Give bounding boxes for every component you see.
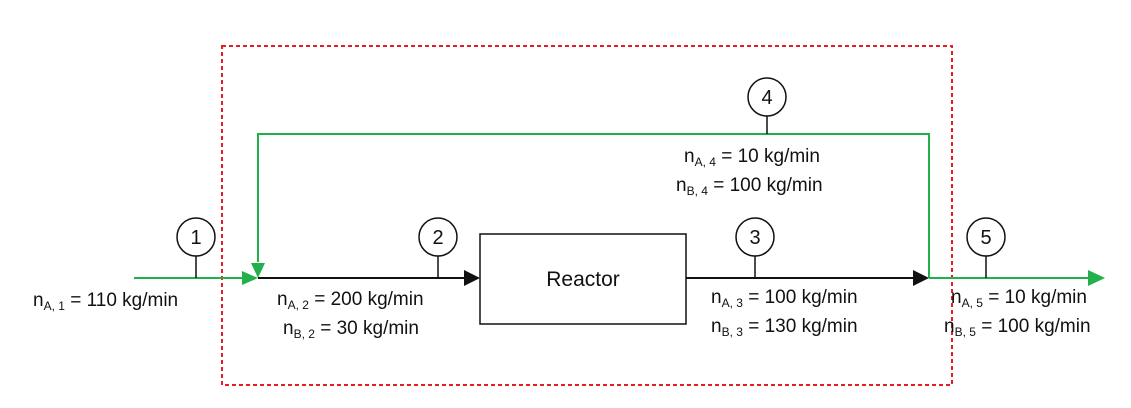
reactor-label: Reactor bbox=[546, 268, 620, 291]
reactor-box bbox=[479, 233, 687, 325]
stream-marker-3: 3 bbox=[735, 217, 775, 278]
flow-label: nA, 3 = 100 kg/min bbox=[711, 287, 858, 310]
flow-label: nB, 5 = 100 kg/min bbox=[944, 316, 1091, 339]
stream-marker-4: 4 bbox=[747, 77, 787, 134]
stream-number: 3 bbox=[749, 227, 760, 249]
reactor-effluent-arrowhead bbox=[913, 270, 929, 286]
stream-number: 5 bbox=[980, 227, 991, 249]
stream-5-labels: nA, 5 = 10 kg/min nB, 5 = 100 kg/min bbox=[944, 287, 1091, 339]
flow-label: nA, 2 = 200 kg/min bbox=[277, 289, 424, 312]
stream-1-labels: nA, 1 = 110 kg/min bbox=[33, 290, 178, 313]
product-arrowhead bbox=[1088, 270, 1105, 286]
stream-2-labels: nA, 2 = 200 kg/min nB, 2 = 30 kg/min bbox=[277, 289, 424, 341]
flow-label: nB, 3 = 130 kg/min bbox=[711, 316, 858, 339]
flow-label: nB, 2 = 30 kg/min bbox=[283, 318, 419, 341]
recycle-merge-arrowhead bbox=[251, 263, 265, 278]
flow-label: nA, 1 = 110 kg/min bbox=[33, 290, 178, 313]
stream-number: 1 bbox=[190, 227, 201, 249]
reactor-feed-arrowhead bbox=[464, 270, 480, 286]
system-boundary bbox=[221, 45, 953, 386]
flow-label: nB, 4 = 100 kg/min bbox=[676, 175, 823, 198]
stream-number: 4 bbox=[761, 87, 772, 109]
flow-label: nA, 4 = 10 kg/min bbox=[684, 146, 820, 169]
feed-arrowhead bbox=[242, 271, 258, 285]
stream-4-labels: nA, 4 = 10 kg/min nB, 4 = 100 kg/min bbox=[676, 146, 823, 198]
recycle-stream-line bbox=[257, 133, 930, 278]
stream-marker-2: 2 bbox=[418, 217, 458, 278]
stream-3-labels: nA, 3 = 100 kg/min nB, 3 = 130 kg/min bbox=[711, 287, 858, 339]
stream-number: 2 bbox=[432, 227, 443, 249]
stream-marker-5: 5 bbox=[966, 217, 1006, 278]
flow-label: nA, 5 = 10 kg/min bbox=[951, 287, 1087, 310]
stream-marker-1: 1 bbox=[176, 217, 216, 278]
